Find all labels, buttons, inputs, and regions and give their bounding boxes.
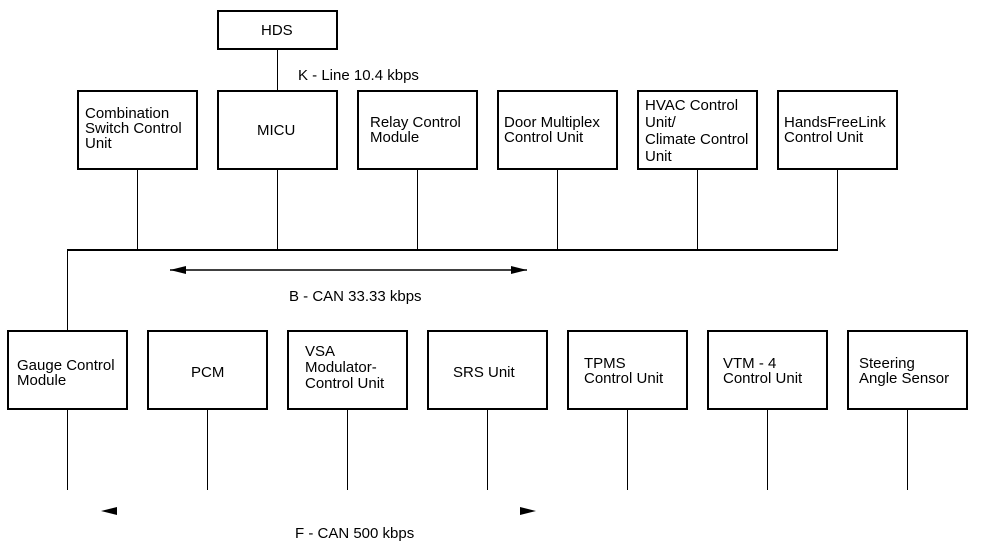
arrow-left-icon bbox=[170, 266, 186, 274]
b-can-drop-to-gauge bbox=[67, 250, 68, 330]
drop-line bbox=[557, 170, 558, 250]
drop-line bbox=[487, 410, 488, 490]
vsa-modulator-control-unit: VSA Modulator- Control Unit bbox=[287, 330, 408, 410]
relay-control-module: Relay Control Module bbox=[357, 90, 478, 170]
hds-label: HDS bbox=[261, 22, 293, 39]
k-line-label: K - Line 10.4 kbps bbox=[298, 67, 419, 84]
drop-line bbox=[697, 170, 698, 250]
arrow-right-icon bbox=[520, 507, 536, 515]
hvac-climate-control-unit: HVAC Control Unit/ Climate Control Unit bbox=[637, 90, 758, 170]
unit-label: VSA Modulator- Control Unit bbox=[305, 343, 385, 392]
drop-line bbox=[137, 170, 138, 250]
tpms-control-unit: TPMS Control Unit bbox=[567, 330, 688, 410]
b-can-label: B - CAN 33.33 kbps bbox=[289, 288, 422, 305]
vtm4-control-unit: VTM - 4 Control Unit bbox=[707, 330, 828, 410]
unit-label: TPMS Control Unit bbox=[584, 355, 664, 387]
unit-label: PCM bbox=[191, 364, 225, 381]
unit-label: Combination Switch Control Unit bbox=[85, 105, 182, 152]
drop-line bbox=[277, 170, 278, 250]
unit-label: HVAC Control Unit/ Climate Control Unit bbox=[645, 97, 749, 165]
unit-label: Gauge Control Module bbox=[17, 357, 115, 389]
handsfreelink-control-unit: HandsFreeLink Control Unit bbox=[777, 90, 898, 170]
pcm: PCM bbox=[147, 330, 268, 410]
drop-line bbox=[207, 410, 208, 490]
combination-switch-control-unit: Combination Switch Control Unit bbox=[77, 90, 198, 170]
gauge-control-module: Gauge Control Module bbox=[7, 330, 128, 410]
unit-label: SRS Unit bbox=[453, 364, 515, 381]
drop-line bbox=[347, 410, 348, 490]
unit-label: Steering Angle Sensor bbox=[859, 355, 950, 387]
srs-unit: SRS Unit bbox=[427, 330, 548, 410]
drop-line bbox=[767, 410, 768, 490]
unit-label: VTM - 4 Control Unit bbox=[723, 355, 803, 387]
hds-box: HDS bbox=[217, 10, 338, 50]
steering-angle-sensor: Steering Angle Sensor bbox=[847, 330, 968, 410]
arrow-left-icon bbox=[101, 507, 117, 515]
hds-connector bbox=[277, 50, 278, 90]
b-can-span-arrow bbox=[170, 266, 527, 274]
unit-label: HandsFreeLink Control Unit bbox=[784, 114, 886, 146]
unit-label: Relay Control Module bbox=[370, 114, 461, 146]
arrow-right-icon bbox=[511, 266, 527, 274]
door-multiplex-control-unit: Door Multiplex Control Unit bbox=[497, 90, 618, 170]
drop-line bbox=[837, 170, 838, 250]
f-can-span-arrow bbox=[101, 507, 536, 515]
unit-label: MICU bbox=[257, 122, 296, 139]
f-can-label: F - CAN 500 kbps bbox=[295, 525, 415, 542]
drop-line bbox=[627, 410, 628, 490]
drop-line bbox=[417, 170, 418, 250]
micu: MICU bbox=[217, 90, 338, 170]
b-can-bus-line bbox=[67, 249, 838, 251]
drop-line bbox=[67, 410, 68, 490]
unit-label: Door Multiplex Control Unit bbox=[504, 114, 600, 146]
drop-line bbox=[907, 410, 908, 490]
